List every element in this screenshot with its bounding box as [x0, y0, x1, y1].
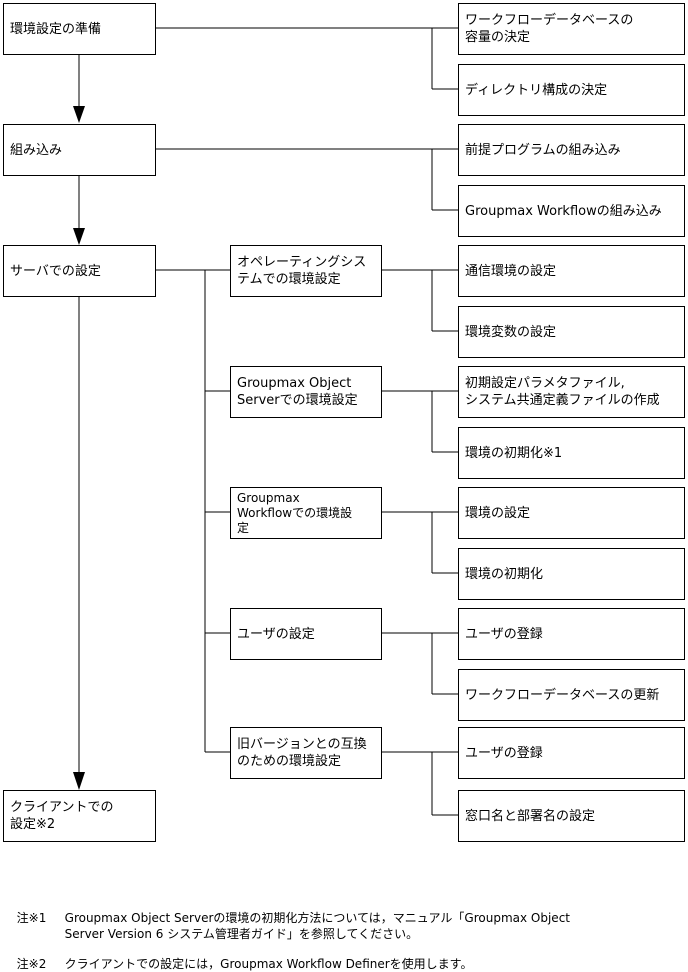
- right-window: 窓口名と部署名の設定: [458, 790, 685, 842]
- middle-gwf: Groupmax Workflowでの環境設 定: [230, 487, 382, 539]
- footnote-2-mark: 注※2: [16, 957, 47, 971]
- step-client: クライアントでの 設定※2: [3, 790, 156, 842]
- step-server: サーバでの設定: [3, 245, 156, 297]
- step-install: 組み込み: [3, 124, 156, 176]
- right-envset: 環境の設定: [458, 487, 685, 539]
- right-dir: ディレクトリ構成の決定: [458, 64, 685, 116]
- step-prep: 環境設定の準備: [3, 3, 156, 55]
- footnote-1-text: Groupmax Object Serverの環境の初期化方法については，マニュ…: [64, 911, 570, 941]
- right-initfile: 初期設定パラメタファイル, システム共通定義ファイルの作成: [458, 366, 685, 418]
- right-init1: 環境の初期化※1: [458, 427, 685, 479]
- right-init2: 環境の初期化: [458, 548, 685, 600]
- right-gwf-install: Groupmax Workflowの組み込み: [458, 185, 685, 237]
- footnote-1: 注※1 Groupmax Object Serverの環境の初期化方法については，…: [9, 894, 570, 942]
- footnote-2: 注※2 クライアントでの設定には，Groupmax Workflow Define…: [9, 940, 473, 972]
- footnote-1-mark: 注※1: [16, 911, 47, 925]
- right-userreg1: ユーザの登録: [458, 608, 685, 660]
- middle-user: ユーザの設定: [230, 608, 382, 660]
- right-envvar: 環境変数の設定: [458, 306, 685, 358]
- right-db-capacity: ワークフローデータベースの 容量の決定: [458, 3, 685, 55]
- middle-gos: Groupmax Object Serverでの環境設定: [230, 366, 382, 418]
- right-dbupdate: ワークフローデータベースの更新: [458, 669, 685, 721]
- footnote-2-text: クライアントでの設定には，Groupmax Workflow Definerを使…: [64, 957, 473, 971]
- right-comm: 通信環境の設定: [458, 245, 685, 297]
- right-prereq: 前提プログラムの組み込み: [458, 124, 685, 176]
- middle-os: オペレーティングシス テムでの環境設定: [230, 245, 382, 297]
- middle-compat: 旧バージョンとの互換 のための環境設定: [230, 727, 382, 779]
- right-userreg2: ユーザの登録: [458, 727, 685, 779]
